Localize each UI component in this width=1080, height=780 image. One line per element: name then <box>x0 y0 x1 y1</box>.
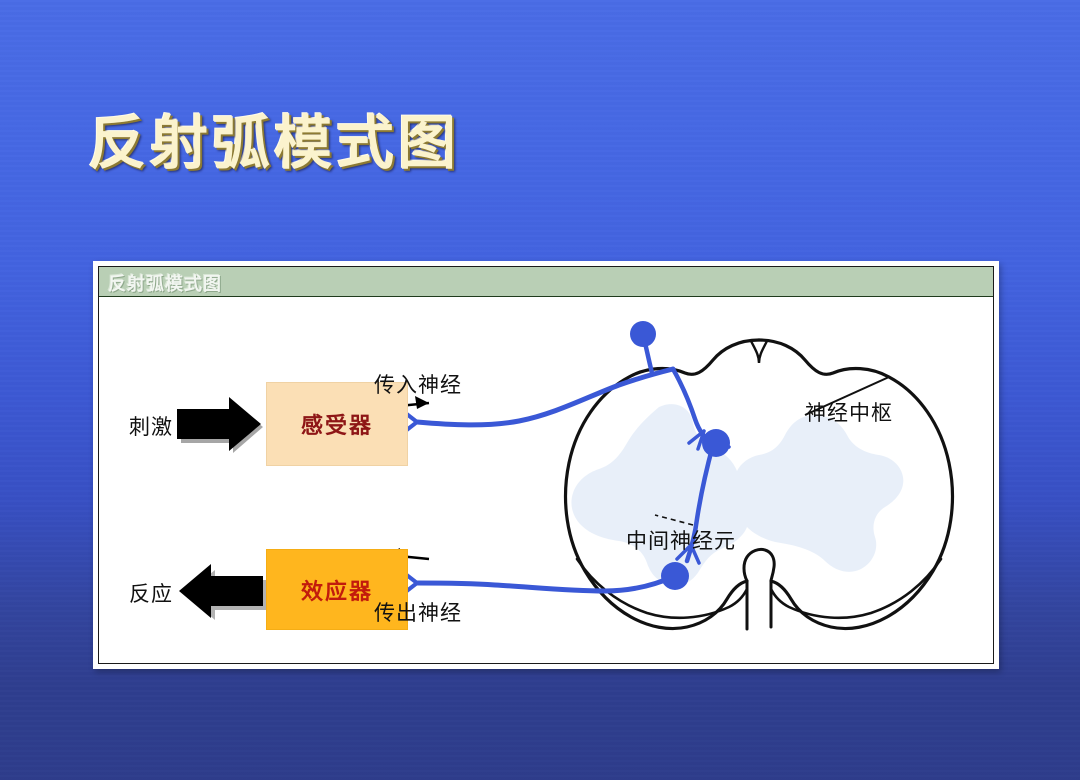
ventral-fissure <box>742 547 776 629</box>
figure-panel: 反射弧模式图 <box>93 261 999 669</box>
gray-matter-shape <box>571 404 904 586</box>
stimulus-arrow <box>177 397 263 453</box>
stimulus-label: 刺激 <box>129 415 173 439</box>
afferent-nerve-path <box>414 366 676 428</box>
afferent-synapse-fork <box>687 429 706 451</box>
afferent-nerve-label: 传入神经 <box>374 373 462 397</box>
interneuron-leader-line <box>654 514 694 526</box>
dorsal-root-ganglion-cell <box>630 321 656 347</box>
nerve-center-label: 神经中枢 <box>805 401 893 425</box>
response-label: 反应 <box>129 582 173 606</box>
reflex-arc-svg <box>177 321 955 631</box>
spinal-cord-outline <box>563 338 761 631</box>
figure-panel-header: 反射弧模式图 <box>99 267 993 297</box>
figure-panel-title: 反射弧模式图 <box>108 274 222 295</box>
effector-box: 效应器 <box>266 549 408 630</box>
interneuron-label: 中间神经元 <box>626 529 736 553</box>
response-arrow <box>179 564 267 620</box>
page-title: 反射弧模式图 <box>88 109 461 177</box>
efferent-nerve-label: 传出神经 <box>374 601 462 625</box>
efferent-nerve-path <box>414 573 678 594</box>
reflex-arc-diagram: 感受器 效应器 刺激 反应 传入神经 传出神经 神经中枢 中间神经元 <box>99 297 993 663</box>
receptor-box: 感受器 <box>266 382 408 466</box>
figure-panel-inner: 反射弧模式图 <box>98 266 994 664</box>
interneuron-axon <box>684 442 716 564</box>
interneuron-cell <box>702 429 730 457</box>
nerve-center-leader-line <box>804 376 890 416</box>
interneuron-terminal-fork <box>675 543 701 565</box>
spinal-cord-outline-right <box>757 338 955 631</box>
dorsal-notch <box>749 339 769 364</box>
ventral-lobe-right <box>769 557 943 620</box>
